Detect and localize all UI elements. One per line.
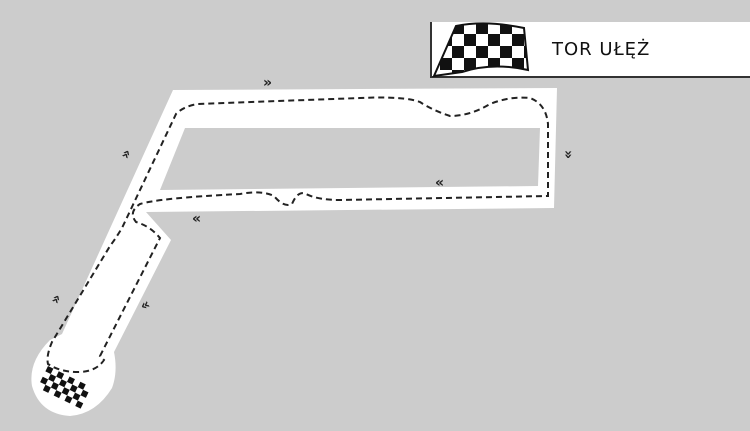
checkered-start-icon — [37, 366, 92, 409]
direction-marker: « — [138, 296, 153, 314]
checkered-flag-icon — [432, 22, 530, 78]
direction-marker: « — [435, 175, 444, 191]
direction-marker: » — [263, 75, 272, 91]
direction-marker: » — [47, 292, 65, 307]
infield — [160, 128, 540, 190]
direction-marker: « — [192, 211, 201, 227]
direction-marker: » — [117, 147, 135, 162]
racing-line — [46, 96, 549, 374]
direction-marker: » — [560, 150, 576, 159]
title-banner: TOR UŁĘŻ — [430, 22, 750, 78]
track-title: TOR UŁĘŻ — [552, 39, 651, 60]
